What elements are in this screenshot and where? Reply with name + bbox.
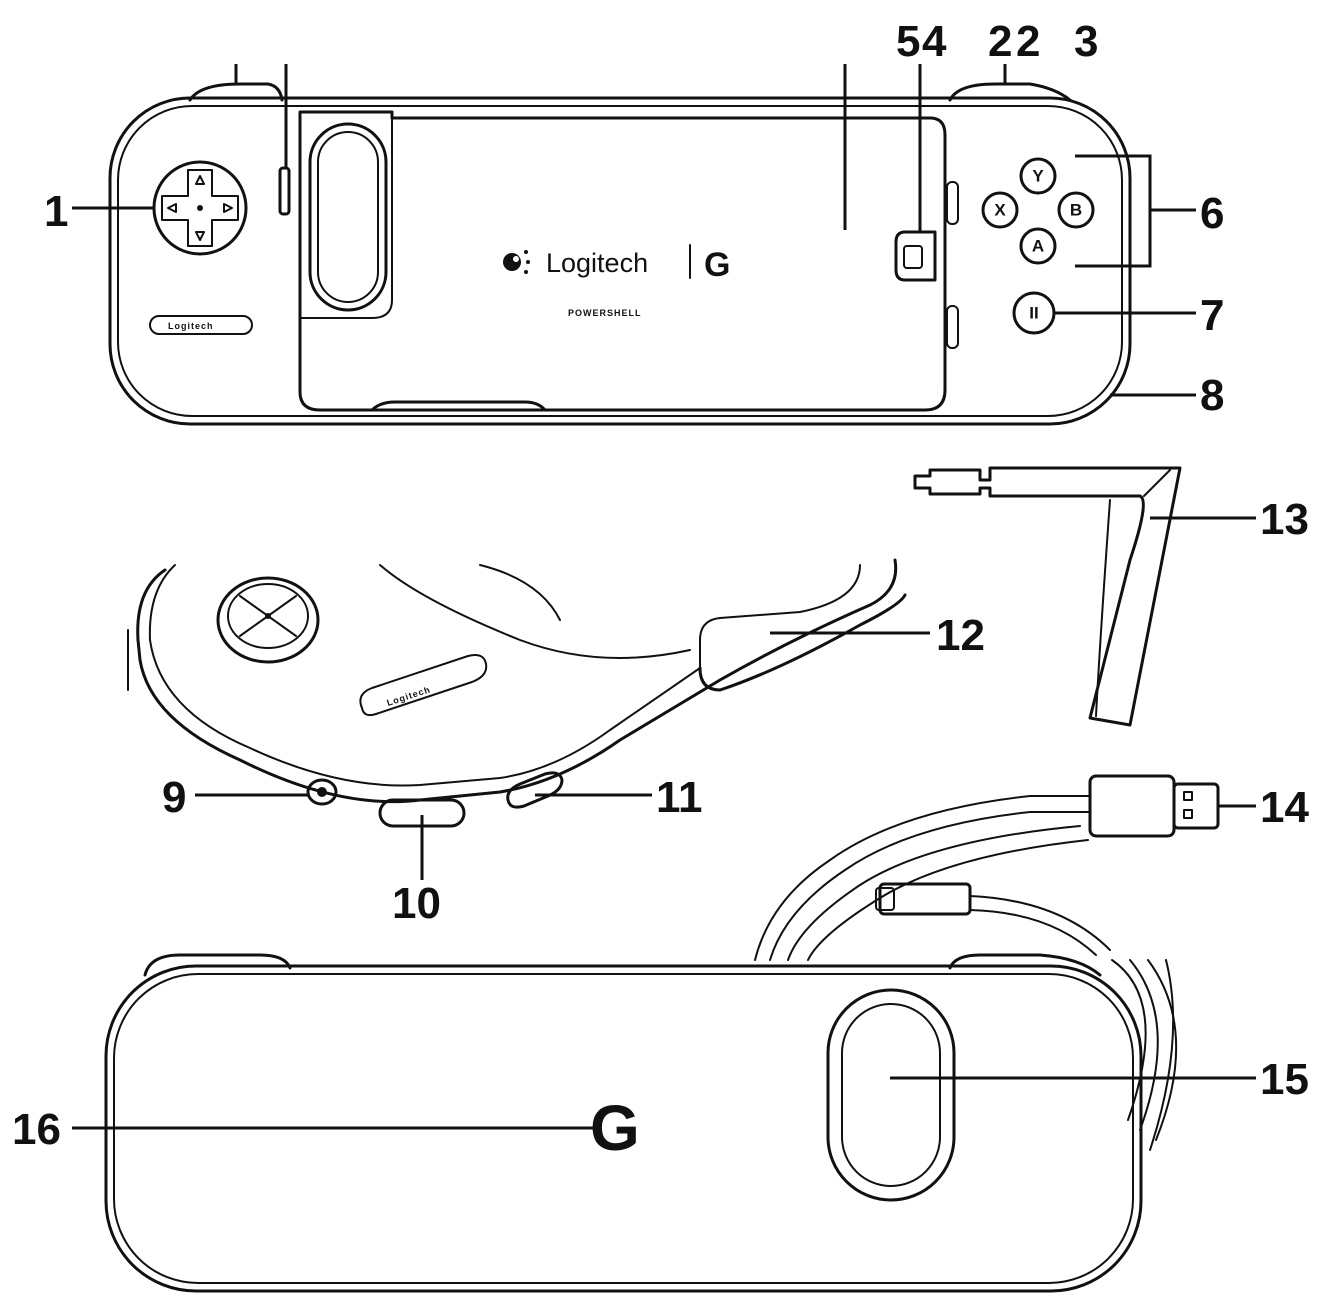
logitech-wordmark: Logitech [546,248,648,278]
controller-perspective-view: Logitech [127,558,907,828]
controller-front-view: Logitech Logitech G POWERSHELL Y X B A I… [108,82,1152,426]
callout-2a: 2 [988,17,1012,66]
button-y-label: Y [1032,167,1044,186]
callout-2b: 2 [1016,17,1040,66]
pause-button-label: II [1029,304,1038,323]
grip-badge-text: Logitech [168,321,214,331]
face-buttons: Y X B A II [981,157,1095,335]
callout-4: 4 [922,17,947,66]
audio-adapter [913,466,1182,727]
camera-window [308,122,388,312]
dpad-icon [152,160,248,256]
g-logo-icon: G [704,246,730,284]
usb-cable [754,774,1220,1151]
charging-port [506,771,564,809]
callout-14: 14 [1260,783,1309,832]
callout-10: 10 [392,879,441,928]
callout-16: 16 [12,1105,61,1154]
button-a-label: A [1032,237,1044,256]
callout-3: 3 [1074,17,1098,66]
dpad-icon [216,576,320,664]
button-x-label: X [994,201,1006,220]
product-name: POWERSHELL [568,308,642,318]
callout-labels: 5 4 2 2 3 1 6 7 8 13 12 9 11 14 10 15 16 [12,17,1309,1154]
grip-badge-text: Logitech [386,684,432,708]
callout-12: 12 [936,611,985,660]
callout-9: 9 [162,773,186,822]
callout-6: 6 [1200,189,1224,238]
controller-back-view: G [104,953,1143,1293]
leader-lines [72,64,1256,1130]
callout-8: 8 [1200,371,1224,420]
button-b-label: B [1070,201,1082,220]
callout-5: 5 [896,17,920,66]
callout-7: 7 [1200,291,1224,340]
callout-15: 15 [1260,1055,1309,1104]
g-logo-icon: G [590,1092,640,1164]
headphone-jack [306,778,338,806]
callout-11: 11 [656,773,703,822]
callout-13: 13 [1260,495,1309,544]
callout-1: 1 [44,187,68,236]
camera-window [826,988,956,1202]
logitech-logo-icon [503,250,530,274]
